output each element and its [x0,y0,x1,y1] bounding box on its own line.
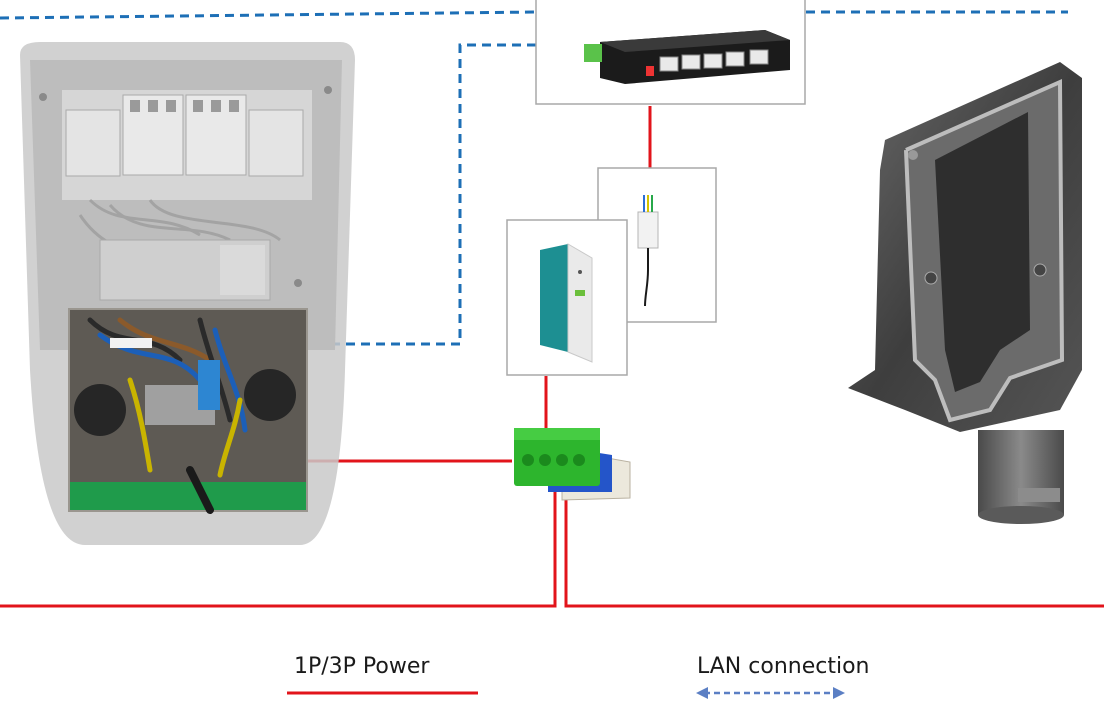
ev-charger-wiring-box [20,42,355,545]
lan-lines [0,10,1068,346]
lan-arrow-left-icon [696,687,708,699]
lan-legend-line [696,687,845,699]
legend-graphics [287,687,845,699]
distribution-terminal-block [514,428,631,501]
lan-legend-label: LAN connection [697,654,870,679]
industrial-ethernet-switch [535,0,806,105]
lan-line-top-left [0,10,537,20]
breaker-row [65,94,304,177]
pole-mount-bracket [848,62,1082,524]
ethernet-ports [659,49,769,72]
lan-arrow-right-icon [833,687,845,699]
din-rail-power-supply [506,219,628,376]
power-legend-label: 1P/3P Power [294,654,430,679]
lan-line-charger [330,43,536,346]
charger-inset-photo [68,308,308,514]
